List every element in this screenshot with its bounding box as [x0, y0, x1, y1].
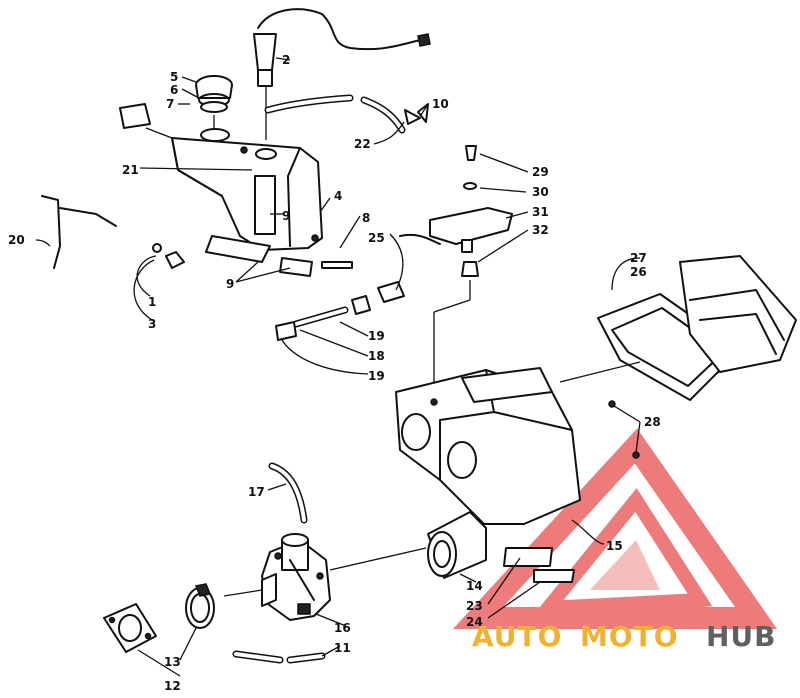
- screw: [632, 451, 640, 459]
- watermark-triangle-inner: [532, 488, 713, 616]
- callout-1: 1: [148, 295, 156, 309]
- fuel-petcock: [275, 281, 405, 341]
- tank-sight-strip: [254, 175, 276, 235]
- callout-28: 28: [644, 415, 661, 429]
- fuel-valve-assembly: [399, 145, 513, 390]
- intake-boot: [427, 511, 487, 579]
- callout-6: 6: [170, 83, 178, 97]
- callout-25: 25: [368, 231, 385, 245]
- watermark-logo: [452, 428, 778, 629]
- watermark-word-moto: MOTO: [580, 620, 679, 653]
- grommet: [165, 251, 185, 269]
- fuel-tank: [171, 128, 323, 277]
- tank-rubber-mount: [205, 235, 271, 263]
- callout-labels: 5 6 7 2 10 22 21 4 9 8 9 25 20 1 3 19 18…: [8, 53, 661, 693]
- callout-4: 4: [334, 189, 342, 203]
- tank-rod: [321, 261, 353, 269]
- callout-9-lower: 9: [226, 277, 234, 291]
- carburetor: [261, 533, 331, 621]
- callout-26: 26: [630, 265, 647, 279]
- callout-9-upper: 9: [282, 209, 290, 223]
- callout-19-upper: 19: [368, 329, 385, 343]
- watermark-triangle-core: [590, 540, 660, 590]
- air-silencer-box: [395, 367, 581, 525]
- watermark-word-auto: AUTO: [472, 620, 562, 653]
- leader-lines: [35, 57, 641, 677]
- watermark-text: AUTO MOTO HUB: [472, 620, 777, 653]
- callout-27: 27: [630, 251, 647, 265]
- fuel-cap: [195, 75, 233, 113]
- callout-20: 20: [8, 233, 25, 247]
- callout-8: 8: [362, 211, 370, 225]
- callout-13: 13: [164, 655, 181, 669]
- callout-17: 17: [248, 485, 265, 499]
- airbox-strap: [533, 569, 575, 583]
- callout-22: 22: [354, 137, 371, 151]
- callout-10: 10: [432, 97, 449, 111]
- carb-mount-flange: [103, 603, 157, 653]
- callout-23: 23: [466, 599, 483, 613]
- tank-pad: [279, 257, 313, 277]
- callout-30: 30: [532, 185, 549, 199]
- callout-32: 32: [532, 223, 549, 237]
- callout-24: 24: [466, 615, 483, 629]
- callout-15: 15: [606, 539, 623, 553]
- airbox-cover: [679, 255, 797, 373]
- airbox-flange: [597, 293, 741, 401]
- callout-7: 7: [166, 97, 174, 111]
- tank-filler-neck: [200, 128, 230, 142]
- grommet-washer: [152, 243, 162, 253]
- callout-29: 29: [532, 165, 549, 179]
- carb-clamp: [185, 583, 215, 629]
- watermark-triangle-outer: [452, 428, 778, 629]
- callout-12: 12: [164, 679, 181, 693]
- callout-16: 16: [334, 621, 351, 635]
- primer-pump: [253, 8, 431, 140]
- support-rod: [41, 195, 117, 269]
- tank-outlet-neck: [255, 148, 277, 160]
- callout-19-lower: 19: [368, 369, 385, 383]
- vent-fitting: [404, 103, 429, 125]
- callout-2: 2: [282, 53, 290, 67]
- callout-11: 11: [334, 641, 351, 655]
- airbox-pad: [503, 547, 553, 567]
- tank-decal: [119, 103, 151, 129]
- callout-3: 3: [148, 317, 156, 331]
- callout-18: 18: [368, 349, 385, 363]
- callout-14: 14: [466, 579, 483, 593]
- fuel-cap-gasket: [200, 101, 228, 113]
- screw: [608, 400, 616, 408]
- callout-21: 21: [122, 163, 139, 177]
- watermark-word-hub: HUB: [706, 620, 777, 653]
- callout-31: 31: [532, 205, 549, 219]
- callout-5: 5: [170, 70, 178, 84]
